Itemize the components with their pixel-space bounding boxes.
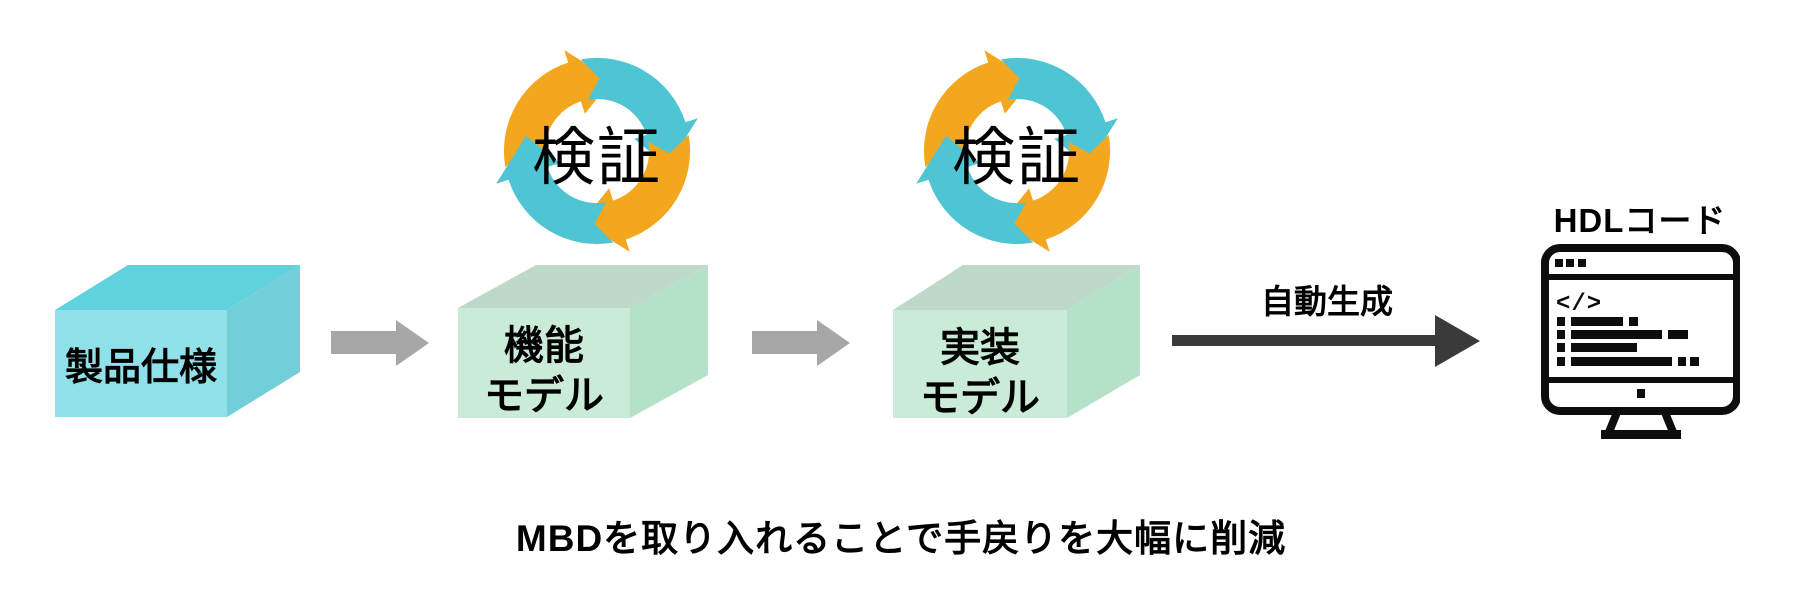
- verification-label-2: 検証: [952, 123, 1082, 193]
- monitor-stand: [1601, 408, 1681, 439]
- code-lines: [1557, 317, 1699, 398]
- box-side-face: [630, 265, 708, 418]
- box-side-face: [227, 265, 300, 417]
- monitor-frame: [1541, 244, 1740, 415]
- implementation-model-label: 実装 モデル: [920, 326, 1040, 420]
- hdl-monitor-icon: </>: [1541, 244, 1740, 439]
- right-arrow-icon: [752, 320, 850, 366]
- box-side-face: [1067, 265, 1140, 418]
- long-right-arrow-icon: [1172, 315, 1480, 367]
- functional-model-box: [458, 265, 708, 418]
- hdl-code-label: HDLコード: [1553, 202, 1727, 239]
- caption-text: MBDを取り入れることで手戻りを大幅に削減: [515, 518, 1287, 559]
- right-arrow-icon: [331, 320, 429, 366]
- verification-label-1: 検証: [532, 123, 662, 193]
- flow-arrow-2: [752, 320, 850, 366]
- box-front-face: [55, 310, 227, 417]
- implementation-model-box: [893, 265, 1140, 418]
- code-tag-icon: </>: [1556, 291, 1602, 318]
- product-spec-label: 製品仕様: [64, 347, 217, 389]
- auto-generation-label: 自動生成: [1261, 283, 1393, 320]
- window-buttons: [1555, 259, 1586, 267]
- box-top-face: [458, 265, 708, 308]
- box-front-face: [458, 308, 630, 418]
- box-top-face: [893, 265, 1140, 310]
- functional-model-label: 機能 モデル: [484, 324, 604, 418]
- flow-arrow-1: [331, 320, 429, 366]
- box-front-face: [893, 310, 1067, 418]
- product-spec-box: [55, 265, 300, 417]
- box-top-face: [55, 265, 300, 310]
- auto-generation-arrow: [1172, 315, 1480, 367]
